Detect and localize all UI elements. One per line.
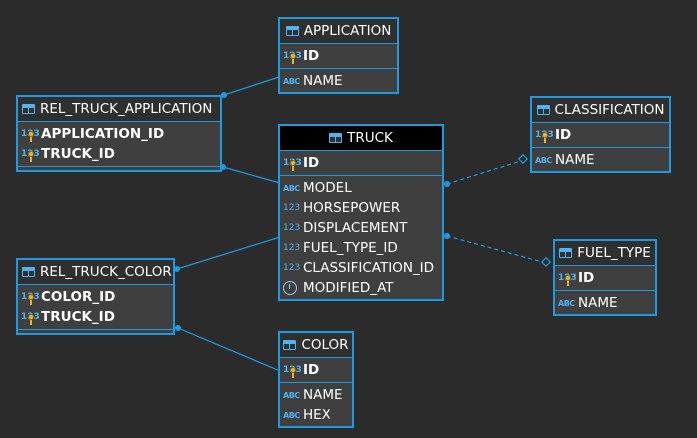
column-row[interactable]: 123 ID	[532, 125, 669, 145]
column-row[interactable]: 123 ID	[280, 360, 352, 380]
link-diamond	[517, 153, 529, 165]
entity-title: CLASSIFICATION	[554, 102, 665, 118]
text-type-icon: ABC	[283, 76, 300, 86]
entity-title: FUEL_TYPE	[577, 245, 651, 261]
column-row[interactable]: ABC NAME	[532, 150, 669, 170]
column-name: HEX	[303, 407, 331, 423]
link-truck-classification	[446, 159, 525, 185]
numeric-key-icon: 123	[283, 365, 302, 378]
column-row[interactable]: 123 TRUCK_ID	[18, 144, 220, 164]
column-row[interactable]: 123 ID	[280, 46, 397, 66]
column-name: COLOR_ID	[41, 289, 116, 305]
column-row[interactable]: ABC MODEL	[280, 178, 442, 198]
column-name: ID	[578, 270, 595, 286]
column-row[interactable]: 123 CLASSIFICATION_ID	[280, 258, 442, 278]
column-name: NAME	[555, 152, 595, 168]
column-name: MODIFIED_AT	[303, 280, 394, 296]
numeric-type-icon: 123	[283, 203, 301, 213]
column-name: NAME	[578, 295, 618, 311]
column-name: ID	[303, 362, 320, 378]
table-icon	[536, 105, 550, 115]
column-row[interactable]: 123 TRUCK_ID	[18, 307, 173, 327]
column-name: APPLICATION_ID	[41, 126, 165, 142]
numeric-key-icon: 123	[283, 51, 302, 64]
column-row[interactable]: ABC NAME	[280, 71, 397, 91]
numeric-key-icon: 123	[21, 149, 40, 162]
column-row[interactable]: 123 DISPLACEMENT	[280, 218, 442, 238]
entity-header[interactable]: COLOR	[280, 333, 352, 358]
entity-title: REL_TRUCK_COLOR	[40, 264, 172, 280]
entity-header[interactable]: APPLICATION	[280, 19, 397, 44]
table-icon	[329, 133, 343, 143]
table-icon	[22, 104, 35, 114]
entity-header[interactable]: CLASSIFICATION	[532, 98, 669, 123]
link-truck-fuel-type	[446, 235, 547, 264]
numeric-key-icon: 123	[21, 129, 40, 142]
table-icon	[559, 248, 573, 258]
entity-rel-truck-color[interactable]: REL_TRUCK_COLOR 123 COLOR_ID 123 TRUCK_I…	[16, 258, 175, 335]
entity-truck[interactable]: TRUCK 123 ID ABC MODEL 123 HORSEPOWER 12…	[278, 124, 444, 301]
column-name: NAME	[303, 387, 343, 403]
numeric-key-icon: 123	[283, 158, 302, 171]
link-dot	[175, 325, 181, 331]
text-type-icon: ABC	[283, 183, 300, 193]
link-rel-color-truck	[176, 236, 281, 270]
table-icon	[285, 26, 299, 36]
column-row[interactable]: 123 ID	[280, 153, 442, 173]
column-name: CLASSIFICATION_ID	[303, 260, 435, 276]
numeric-type-icon: 123	[283, 263, 301, 273]
link-dot	[444, 181, 450, 187]
text-type-icon: ABC	[558, 298, 575, 308]
column-name: TRUCK_ID	[41, 309, 115, 325]
entity-title: COLOR	[301, 337, 349, 353]
column-row[interactable]: 123 APPLICATION_ID	[18, 124, 220, 144]
column-name: HORSEPOWER	[303, 200, 401, 216]
numeric-key-icon: 123	[558, 273, 577, 286]
entity-color[interactable]: COLOR 123 ID ABC NAME ABC HEX	[278, 331, 354, 428]
entity-header[interactable]: TRUCK	[280, 126, 442, 151]
numeric-key-icon: 123	[21, 292, 40, 305]
numeric-type-icon: 123	[283, 223, 301, 233]
column-row[interactable]: ABC NAME	[280, 385, 352, 405]
entity-title: REL_TRUCK_APPLICATION	[40, 101, 213, 117]
column-row[interactable]: ABC HEX	[280, 405, 352, 425]
entity-application[interactable]: APPLICATION 123 ID ABC NAME	[278, 17, 399, 94]
table-icon	[283, 340, 297, 350]
numeric-type-icon: 123	[283, 243, 301, 253]
link-rel-app-truck	[222, 166, 281, 184]
column-row[interactable]: 123 COLOR_ID	[18, 287, 173, 307]
entity-classification[interactable]: CLASSIFICATION 123 ID ABC NAME	[530, 96, 671, 173]
column-name: MODEL	[303, 180, 352, 196]
column-name: ID	[303, 155, 320, 171]
link-dot	[444, 233, 450, 239]
column-name: NAME	[303, 73, 343, 89]
column-name: ID	[303, 48, 320, 64]
entity-header[interactable]: REL_TRUCK_COLOR	[18, 260, 173, 285]
column-row[interactable]: 123 HORSEPOWER	[280, 198, 442, 218]
link-application-rel-app	[223, 76, 280, 96]
text-type-icon: ABC	[283, 410, 300, 420]
entity-rel-truck-application[interactable]: REL_TRUCK_APPLICATION 123 APPLICATION_ID…	[16, 95, 222, 172]
numeric-key-icon: 123	[535, 130, 554, 143]
entity-header[interactable]: FUEL_TYPE	[555, 241, 655, 266]
column-row[interactable]: MODIFIED_AT	[280, 278, 442, 298]
column-row[interactable]: 123 ID	[555, 268, 655, 288]
entity-fuel-type[interactable]: FUEL_TYPE 123 ID ABC NAME	[553, 239, 657, 316]
link-rel-color-color	[177, 327, 281, 372]
column-row[interactable]: ABC NAME	[555, 293, 655, 313]
text-type-icon: ABC	[283, 390, 300, 400]
text-type-icon: ABC	[535, 155, 552, 165]
entity-title: APPLICATION	[303, 23, 392, 39]
entity-title: TRUCK	[347, 130, 393, 146]
column-name: ID	[555, 127, 572, 143]
numeric-key-icon: 123	[21, 312, 40, 325]
column-name: DISPLACEMENT	[303, 220, 408, 236]
clock-icon	[283, 280, 301, 297]
link-diamond	[540, 256, 552, 268]
column-name: FUEL_TYPE_ID	[303, 240, 398, 256]
column-name: TRUCK_ID	[41, 146, 115, 162]
column-row[interactable]: 123 FUEL_TYPE_ID	[280, 238, 442, 258]
entity-header[interactable]: REL_TRUCK_APPLICATION	[18, 97, 220, 122]
table-icon	[22, 267, 35, 277]
